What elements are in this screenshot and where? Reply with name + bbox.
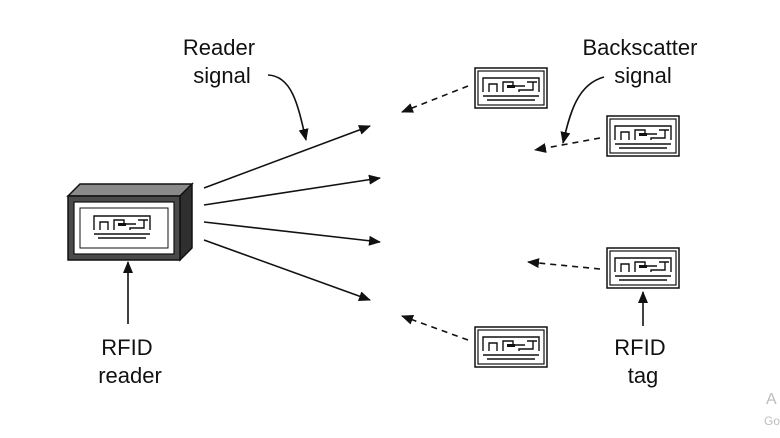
reader-ray-3 xyxy=(203,221,381,246)
rfid-tag-icon xyxy=(475,327,547,367)
backscatter-ray-1 xyxy=(401,85,469,113)
reader-ray-2 xyxy=(203,174,381,206)
backscatter-signal-label: Backscatter signal xyxy=(582,35,703,88)
watermark-line-1: A xyxy=(766,391,777,408)
rfid-reader-icon xyxy=(66,182,194,262)
rfid-tag-label: RFID tag xyxy=(614,335,671,388)
reader-signal-label: Reader signal xyxy=(183,35,261,88)
rfid-tag-icon xyxy=(475,68,547,108)
reader-signal-rays xyxy=(203,125,381,301)
reader-signal-callout xyxy=(267,74,309,141)
backscatter-ray-4 xyxy=(401,315,469,341)
rfid-tag-icon xyxy=(607,116,679,156)
callout-arrows xyxy=(123,74,648,326)
watermark-line-2: Go xyxy=(764,414,780,428)
rfid-tag-icon xyxy=(607,248,679,288)
reader-ray-1 xyxy=(203,125,371,189)
backscatter-signal-callout xyxy=(560,76,605,144)
reader-ray-4 xyxy=(203,239,371,301)
backscatter-ray-2 xyxy=(534,137,601,153)
backscatter-rays xyxy=(401,85,601,341)
rfid-reader-label: RFID reader xyxy=(98,335,162,388)
backscatter-ray-3 xyxy=(527,258,601,270)
